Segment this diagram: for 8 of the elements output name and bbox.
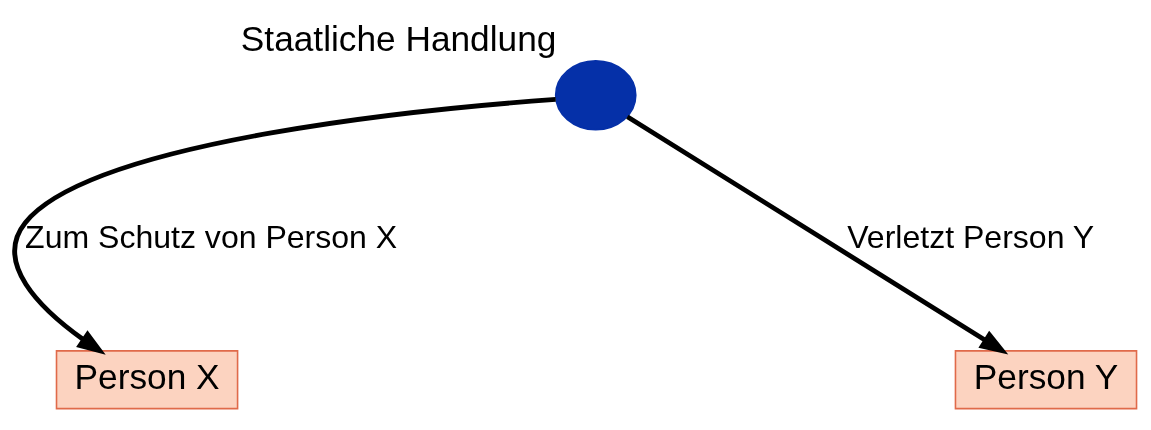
arrow — [12, 96, 556, 355]
node-box: Person X — [55, 349, 239, 409]
node-box: Person Y — [954, 349, 1138, 409]
edge-label: Verletzt Person Y — [847, 218, 1095, 255]
edge-label: Zum Schutz von Person X — [25, 218, 398, 255]
node-circle — [554, 59, 637, 131]
arrow — [626, 114, 1009, 355]
node-label: Staatliche Handlung — [240, 18, 557, 58]
